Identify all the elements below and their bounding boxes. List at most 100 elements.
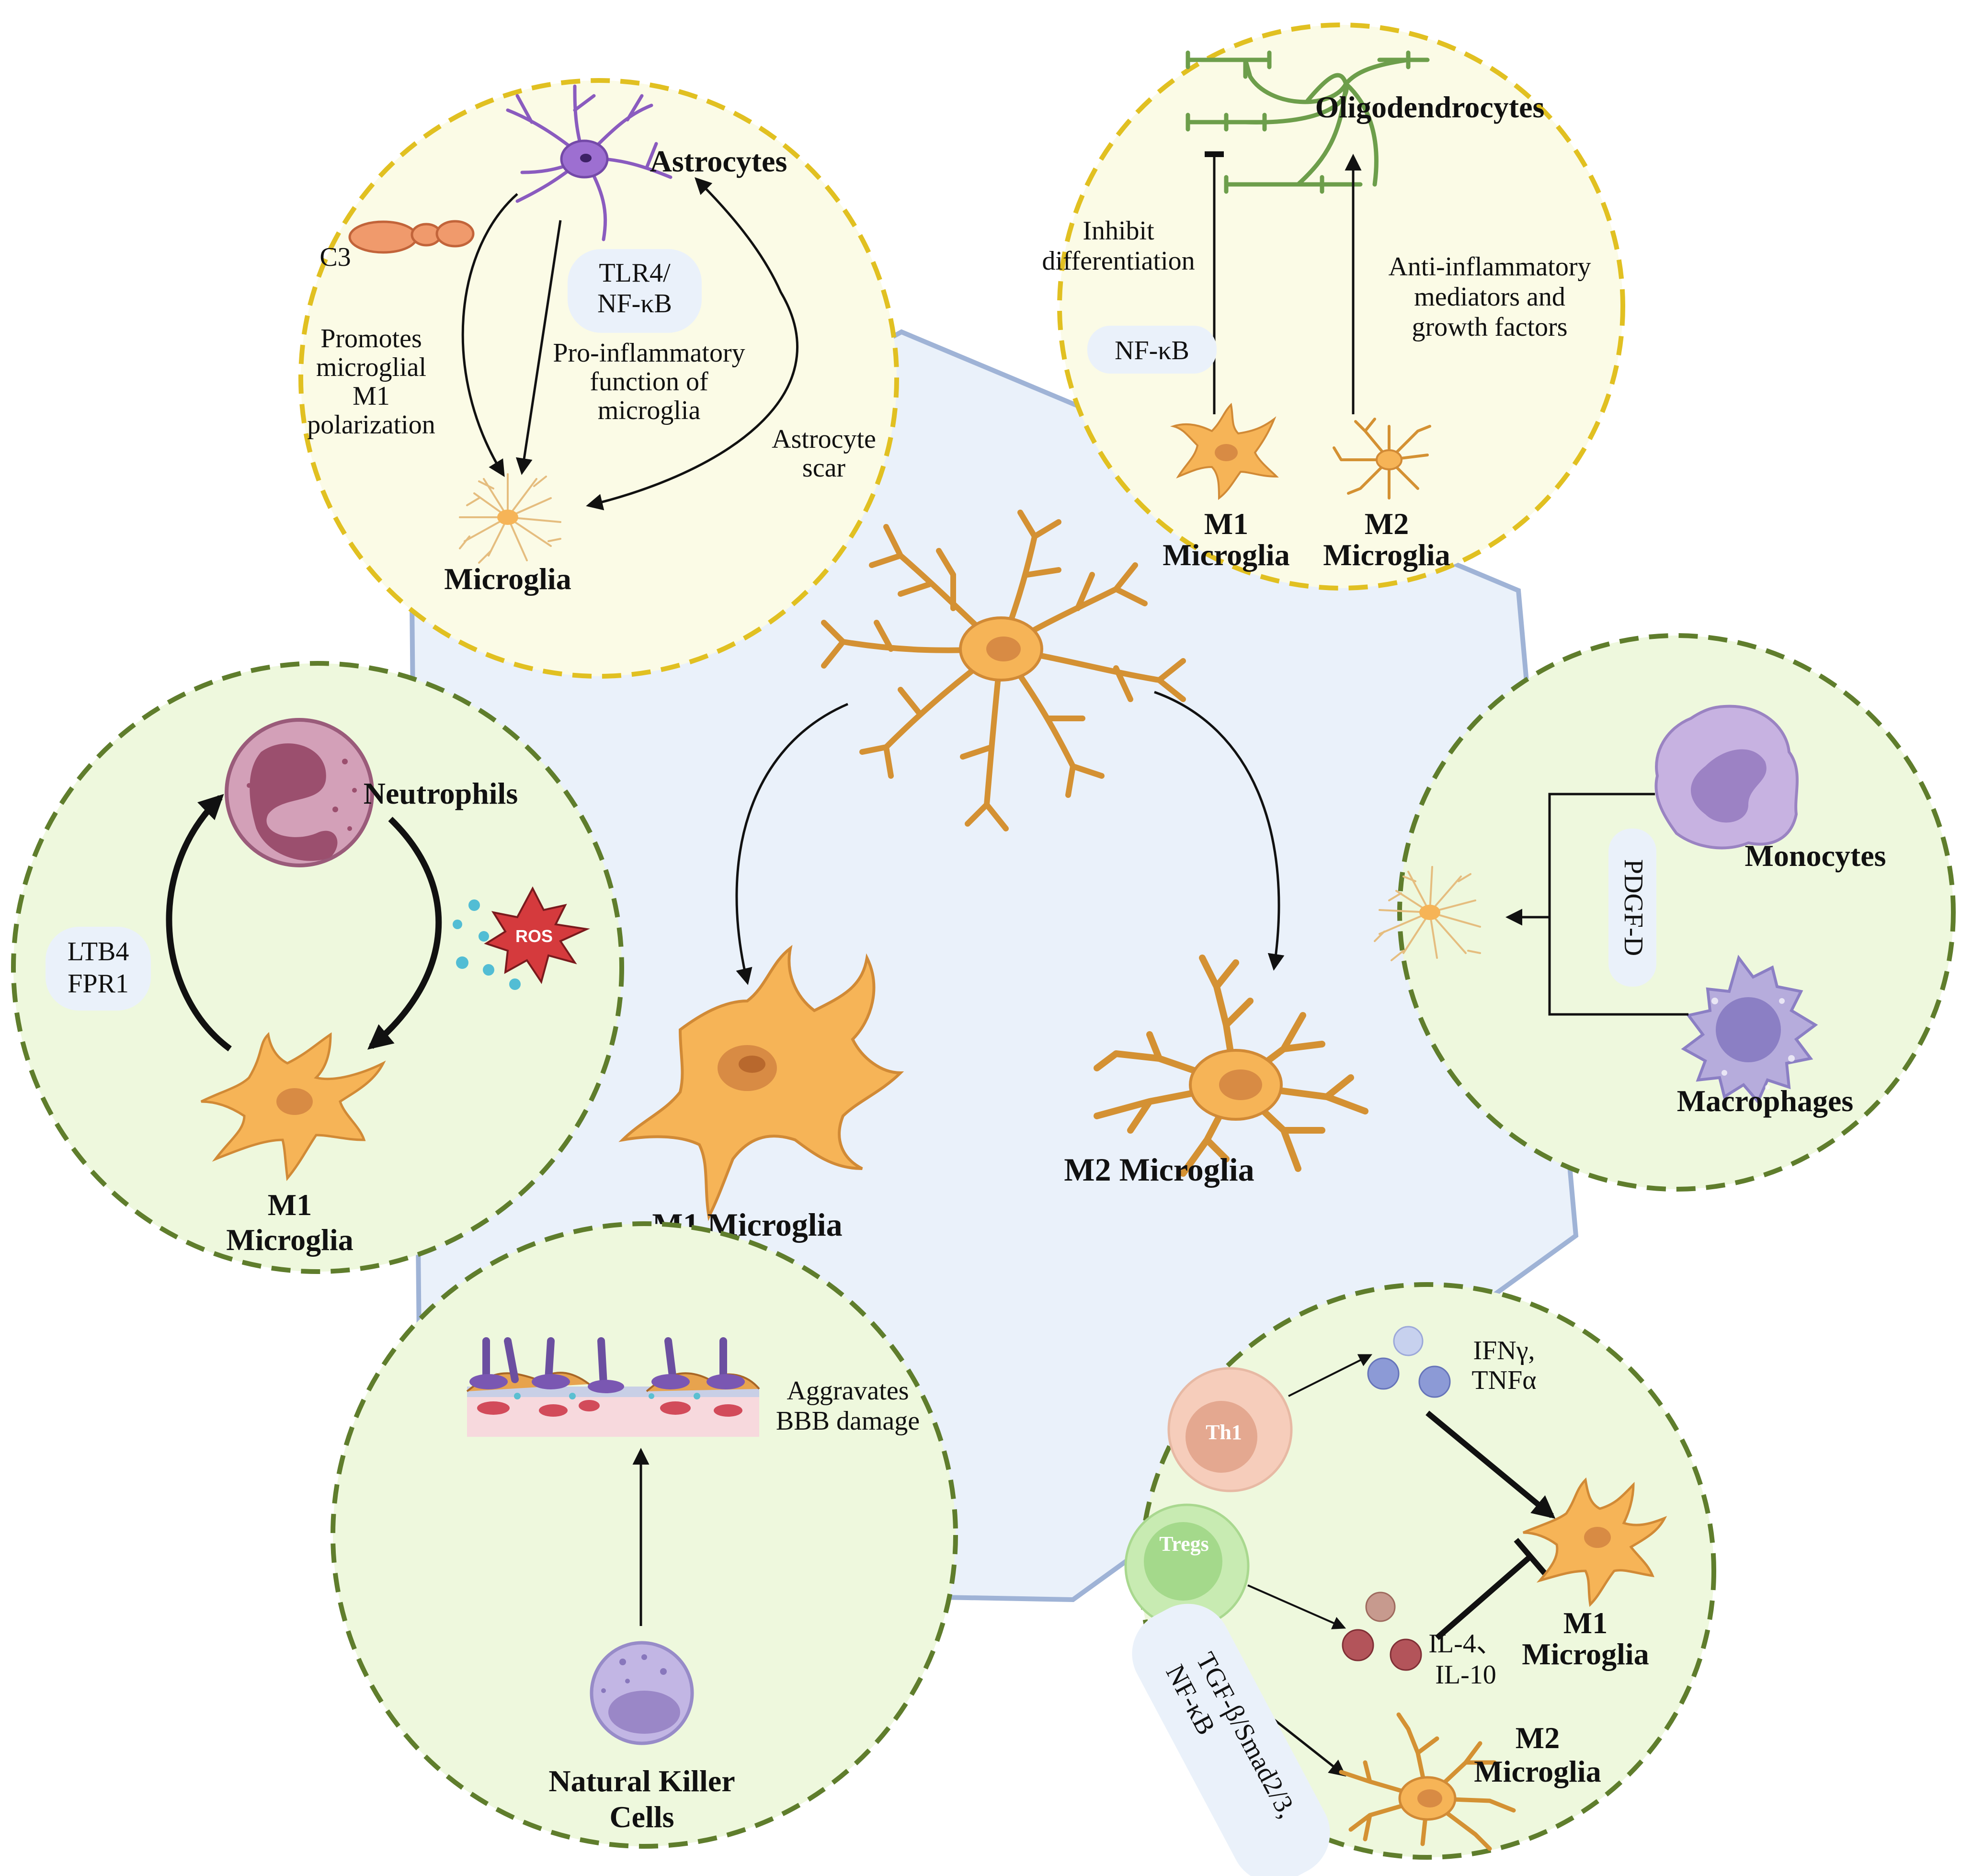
tcell-m2-line-1: M2 bbox=[1516, 1721, 1560, 1755]
nk-title-2: Cells bbox=[609, 1800, 674, 1834]
nk-granules bbox=[601, 1654, 667, 1693]
oligo-m1-line-1: M1 bbox=[1204, 507, 1248, 541]
bbb-damage bbox=[466, 1337, 760, 1417]
inhibit-il-to-m1 bbox=[1435, 1554, 1532, 1640]
granules bbox=[247, 745, 357, 855]
nk-panel: Aggravates BBB damage Natural Killer Cel… bbox=[331, 1221, 958, 1849]
left-text-2: microglial bbox=[316, 352, 426, 382]
arrow-to-m1 bbox=[735, 703, 848, 985]
bbb-text-1: Aggravates bbox=[787, 1376, 909, 1406]
c3-label: C3 bbox=[319, 242, 351, 272]
pathway-line-2: NF-κB bbox=[597, 289, 672, 318]
bracket bbox=[1548, 793, 1688, 1016]
mid-text-3: microglia bbox=[598, 396, 701, 425]
tcell-m1-line-2: Microglia bbox=[1522, 1637, 1649, 1671]
microglia-label: Microglia bbox=[444, 562, 571, 596]
neutrophils-title: Neutrophils bbox=[364, 776, 518, 810]
center-m2-label: M2 Microglia bbox=[1064, 1151, 1254, 1188]
left-text-1: Promotes bbox=[320, 324, 422, 353]
bbb-text-2: BBB damage bbox=[776, 1406, 920, 1436]
oligo-m1-line-2: Microglia bbox=[1163, 538, 1289, 572]
oligo-m2-line-1: M2 bbox=[1365, 507, 1409, 541]
arrow-neutrophil-to-m1 bbox=[367, 817, 442, 1050]
neutrophils-panel: Neutrophils LTB4 FPR1 ROS M1 Microglia bbox=[11, 661, 624, 1274]
cytokines1-line-1: IFNγ, bbox=[1473, 1336, 1535, 1365]
c3-molecule bbox=[348, 220, 475, 254]
nfkb-label: NF-κB bbox=[1115, 336, 1189, 365]
arrow-to-m2 bbox=[1154, 691, 1285, 971]
arrow-proinflammatory bbox=[515, 220, 562, 475]
nucleus bbox=[1215, 444, 1238, 461]
nfkb-pill bbox=[1087, 326, 1217, 374]
cytokines1-line-2: TNFα bbox=[1471, 1365, 1536, 1395]
macrophages-label: Macrophages bbox=[1677, 1084, 1854, 1118]
ros-burst: ROS bbox=[484, 886, 590, 984]
oligo-m2-line-2: Microglia bbox=[1323, 538, 1450, 572]
oligodendrocyte-cell bbox=[1186, 50, 1430, 194]
inhibit-text-2: differentiation bbox=[1042, 246, 1195, 276]
mono-resting-microglia bbox=[1374, 866, 1481, 961]
microglia-body bbox=[1376, 449, 1402, 470]
nucleus bbox=[580, 154, 592, 162]
astrocytes-panel: C3 Astrocytes TLR4/ NF-κB Promotes micro… bbox=[298, 78, 899, 679]
monocyte-nucleus bbox=[1691, 749, 1767, 823]
pathway-line-1: TLR4/ bbox=[599, 258, 671, 288]
arrow-astrocyte-scar bbox=[586, 177, 798, 511]
left-text-4: polarization bbox=[307, 410, 435, 440]
ros-label: ROS bbox=[515, 926, 553, 946]
left-text-3: M1 bbox=[353, 381, 390, 411]
astrocytes-title: Astrocytes bbox=[650, 144, 787, 178]
nk-title-1: Natural Killer bbox=[548, 1764, 735, 1798]
cytokines2-line-2: IL-10 bbox=[1435, 1660, 1496, 1690]
pdgfd-label: PDGF-D bbox=[1619, 859, 1648, 956]
bbb-tissue bbox=[467, 1394, 759, 1437]
arrow-m1-to-neutrophil bbox=[166, 794, 232, 1052]
nucleus bbox=[1584, 1527, 1611, 1548]
pdgfd-pill bbox=[1608, 829, 1656, 987]
oligodendrocytes-title: Oligodendrocytes bbox=[1315, 90, 1545, 124]
arrow-tregs-to-il bbox=[1247, 1584, 1346, 1629]
tregs-label: Tregs bbox=[1159, 1532, 1209, 1556]
arrow-astro-m1 bbox=[461, 193, 518, 477]
oligodendrocytes-panel: Oligodendrocytes Inhibit differentiation… bbox=[1042, 23, 1625, 591]
resting-microglia bbox=[459, 473, 561, 564]
oligo-m2-microglia bbox=[1333, 418, 1431, 500]
mid-text-1: Pro-inflammatory bbox=[553, 338, 745, 368]
inhibit-text-1: Inhibit bbox=[1083, 216, 1154, 246]
tcell-m2-line-2: Microglia bbox=[1474, 1754, 1601, 1788]
monocytes-panel: Monocytes Macrophages PDGF-D bbox=[1374, 633, 1956, 1192]
tregs-nucleus bbox=[1144, 1522, 1222, 1601]
th1-nucleus bbox=[1186, 1401, 1257, 1473]
il-bubbles bbox=[1342, 1592, 1422, 1671]
arrow-cytokines-to-m1 bbox=[1425, 1410, 1556, 1519]
monocytes-label: Monocytes bbox=[1744, 839, 1886, 873]
nucleus bbox=[1219, 1069, 1262, 1100]
ros-particles bbox=[453, 899, 521, 990]
anti-text-3: growth factors bbox=[1412, 312, 1567, 342]
nk-nucleus bbox=[608, 1691, 680, 1734]
arrow-th1-to-cytokines bbox=[1288, 1354, 1373, 1397]
anti-text-1: Anti-inflammatory bbox=[1388, 252, 1591, 282]
ifn-tnf-bubbles bbox=[1367, 1326, 1451, 1398]
right-text-2: scar bbox=[802, 453, 846, 483]
right-text-1: Astrocyte bbox=[772, 424, 876, 454]
inhibit-bar bbox=[1514, 1538, 1547, 1575]
factor-line-2: FPR1 bbox=[68, 969, 129, 999]
neutrophil-m1-line-2: Microglia bbox=[226, 1223, 353, 1257]
microglia-body bbox=[497, 510, 518, 525]
nucleus bbox=[986, 637, 1021, 661]
tcell-m1-line-1: M1 bbox=[1563, 1606, 1608, 1640]
neutrophil-m1-line-1: M1 bbox=[268, 1188, 312, 1222]
mid-text-2: function of bbox=[590, 367, 708, 397]
microglia-body bbox=[1419, 905, 1440, 920]
neutrophil-nucleus bbox=[250, 743, 338, 861]
nucleolus bbox=[739, 1056, 765, 1073]
center-resting-microglia bbox=[821, 510, 1186, 831]
ltb4-pill bbox=[46, 927, 151, 1011]
th1-label: Th1 bbox=[1206, 1421, 1242, 1444]
tcell-panel: Th1 Tregs IFNγ, TNFα IL-4、 IL-10 M1 bbox=[1124, 1282, 1716, 1876]
nucleus bbox=[276, 1088, 313, 1115]
anti-text-2: mediators and bbox=[1414, 282, 1565, 312]
factor-line-1: LTB4 bbox=[68, 937, 129, 966]
